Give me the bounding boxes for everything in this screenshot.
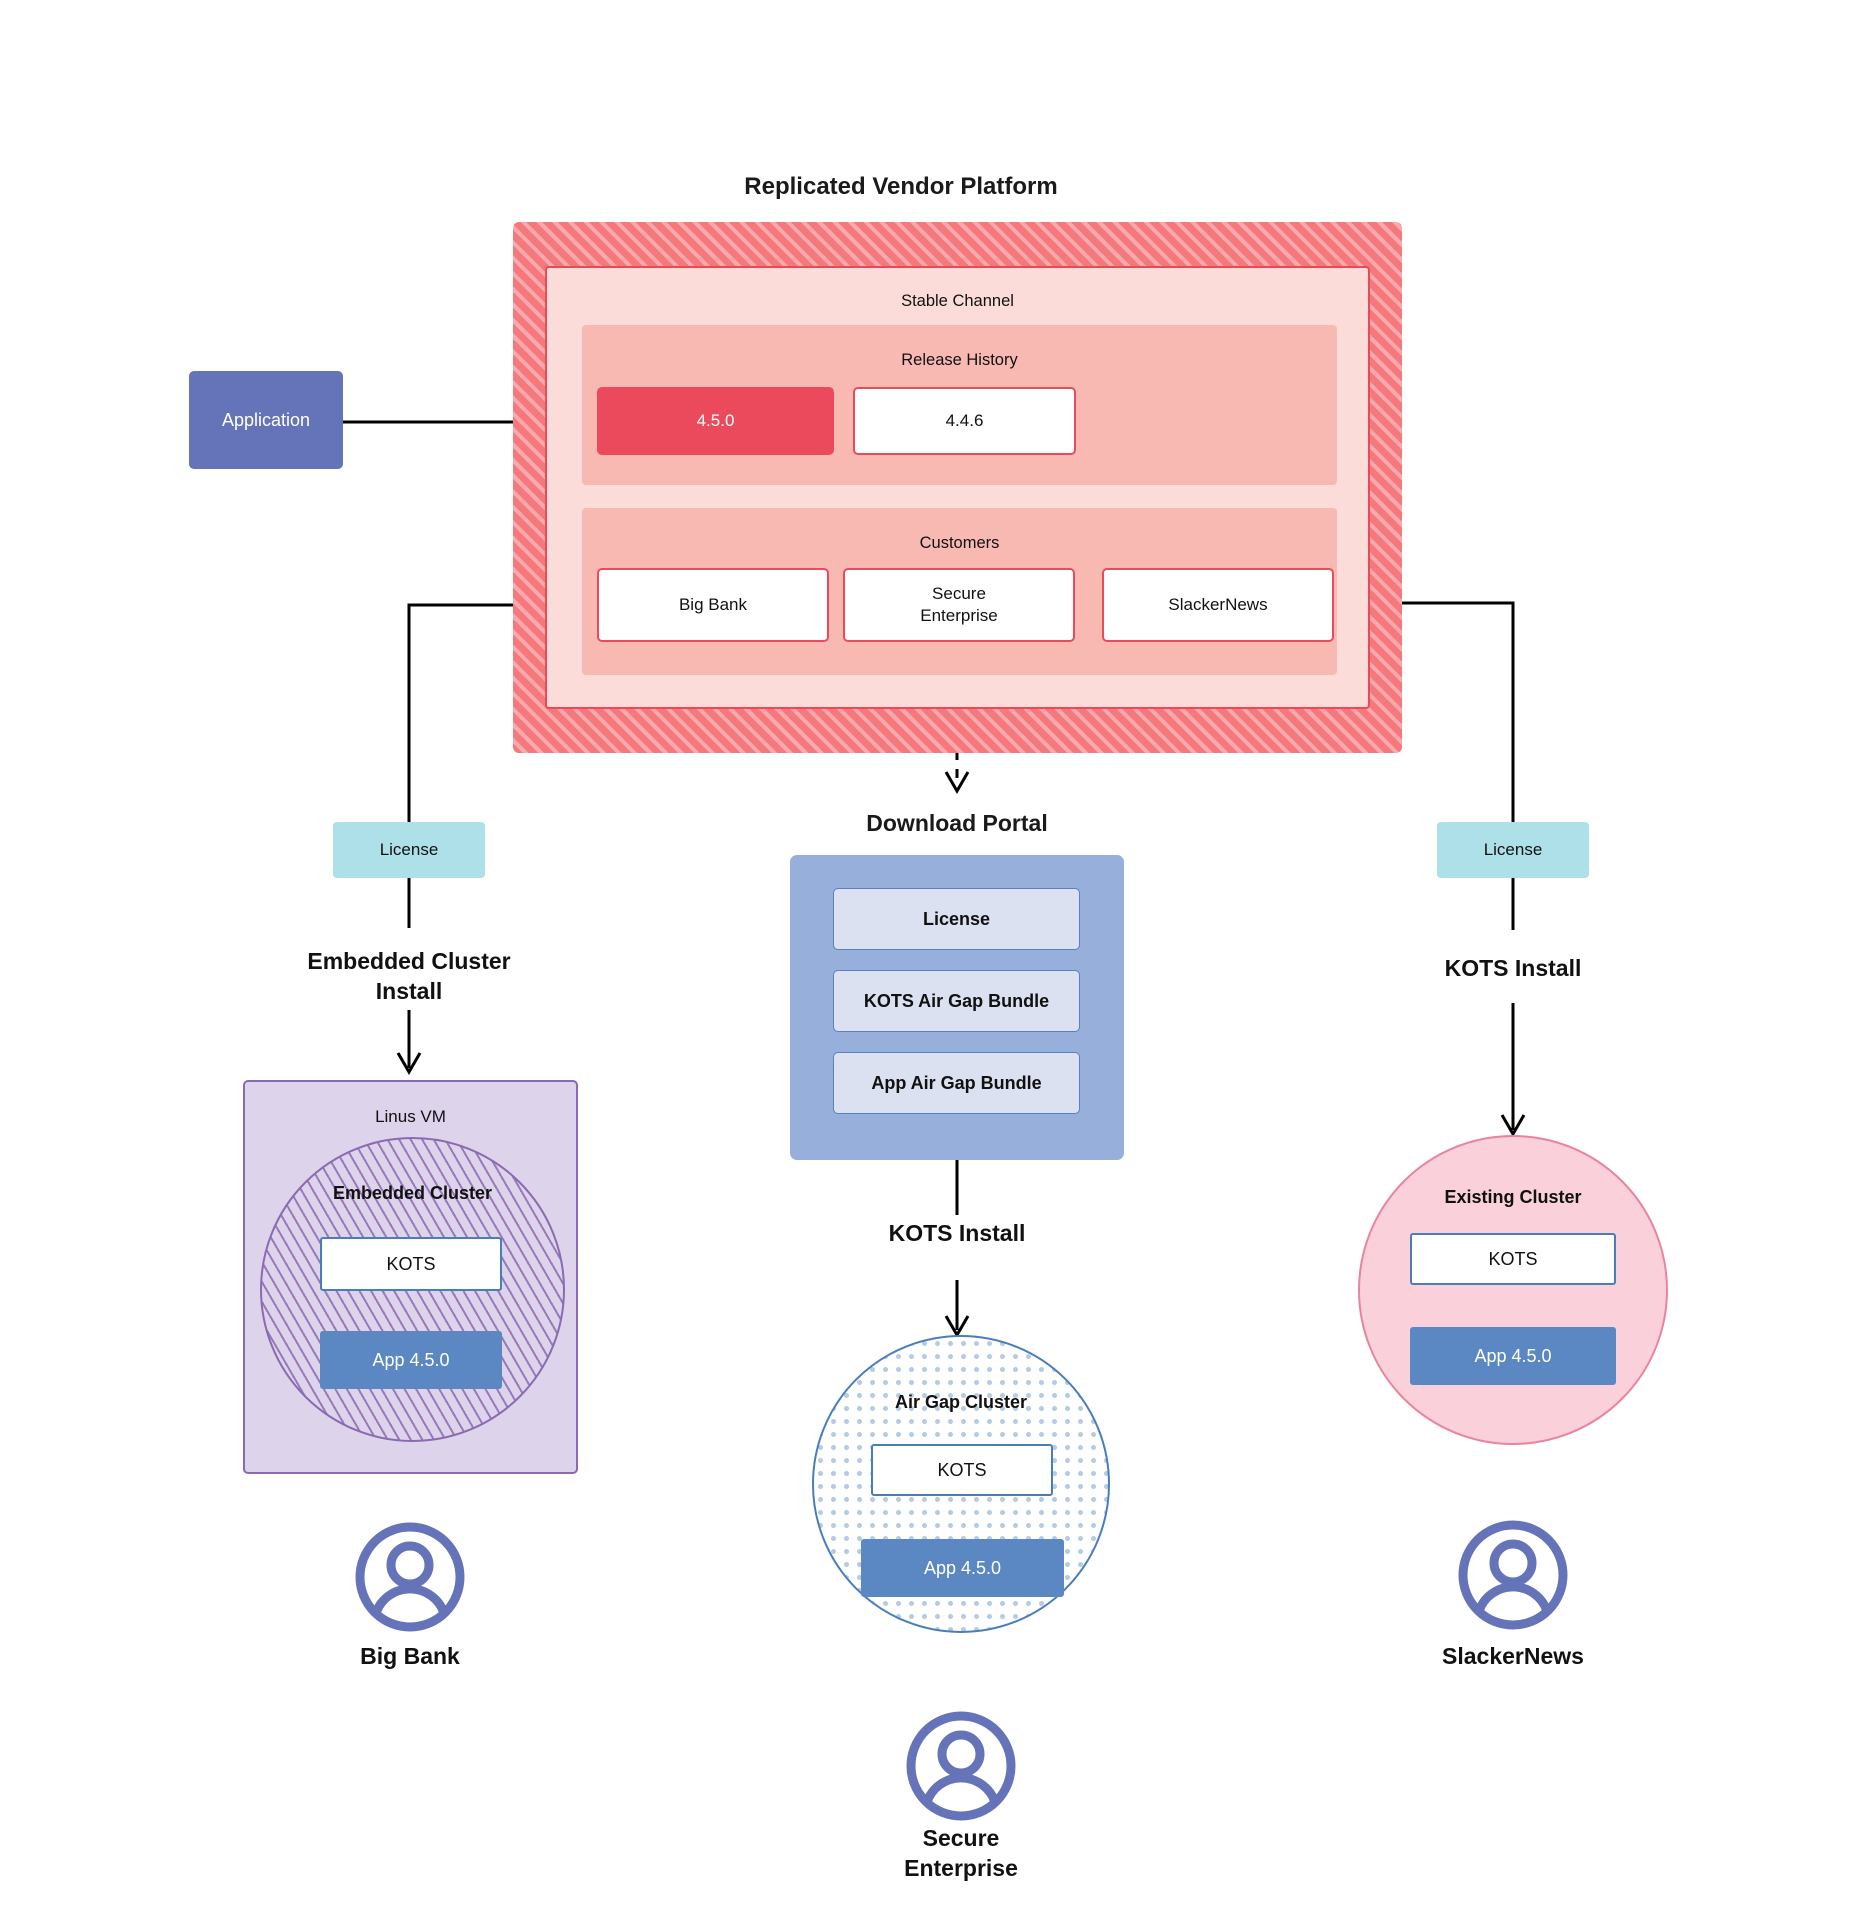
app-box-air-gap[interactable]: App 4.5.0 [861,1539,1064,1597]
customers-title: Customers [919,533,1000,552]
app-box-existing[interactable]: App 4.5.0 [1410,1327,1616,1385]
kots-box-air-gap[interactable]: KOTS [871,1444,1053,1496]
persona-label-slackernews: SlackerNews [1442,1642,1584,1669]
license-chip-left[interactable]: License [333,822,485,878]
app-box-big-bank[interactable]: App 4.5.0 [320,1331,502,1389]
license-chip-right[interactable]: License [1437,822,1589,878]
user-avatar-icon [1458,1520,1568,1630]
kots-box-big-bank[interactable]: KOTS [320,1237,502,1291]
kots-box-existing[interactable]: KOTS [1410,1233,1616,1285]
customer-chip-slackernews[interactable]: SlackerNews [1102,568,1334,642]
stable-channel-title: Stable Channel [901,291,1014,310]
install-label-embedded-cluster: Embedded Cluster Install [307,947,511,1004]
release-history-title: Release History [901,350,1018,369]
portal-item-kots-airgap-bundle[interactable]: KOTS Air Gap Bundle [833,970,1080,1032]
existing-cluster-circle [1358,1135,1668,1445]
release-chip-current[interactable]: 4.5.0 [597,387,834,455]
user-avatar-icon [355,1522,465,1632]
persona-label-big-bank: Big Bank [360,1642,460,1669]
install-label-kots-center: KOTS Install [888,1219,1026,1246]
download-portal-title: Download Portal [866,809,1048,836]
portal-item-license[interactable]: License [833,888,1080,950]
air-gap-cluster-title: Air Gap Cluster [894,1391,1028,1412]
wire-license-to-existingcluster [1500,878,1526,1137]
page-title: Replicated Vendor Platform [744,173,1058,200]
customer-chip-secure-enterprise[interactable]: Secure Enterprise [843,568,1075,642]
user-avatar-icon [906,1711,1016,1821]
existing-cluster-title: Existing Cluster [1444,1186,1582,1207]
install-label-kots-right: KOTS Install [1444,954,1582,981]
persona-label-secure-enterprise: Secure Enterprise [904,1824,1018,1881]
release-chip-previous[interactable]: 4.4.6 [853,387,1076,455]
embedded-cluster-title: Embedded Cluster [332,1182,493,1203]
application-box[interactable]: Application [189,371,343,469]
linus-vm-title: Linus VM [375,1107,446,1126]
customer-chip-big-bank[interactable]: Big Bank [597,568,829,642]
embedded-cluster-circle [260,1137,565,1442]
portal-item-app-airgap-bundle[interactable]: App Air Gap Bundle [833,1052,1080,1114]
